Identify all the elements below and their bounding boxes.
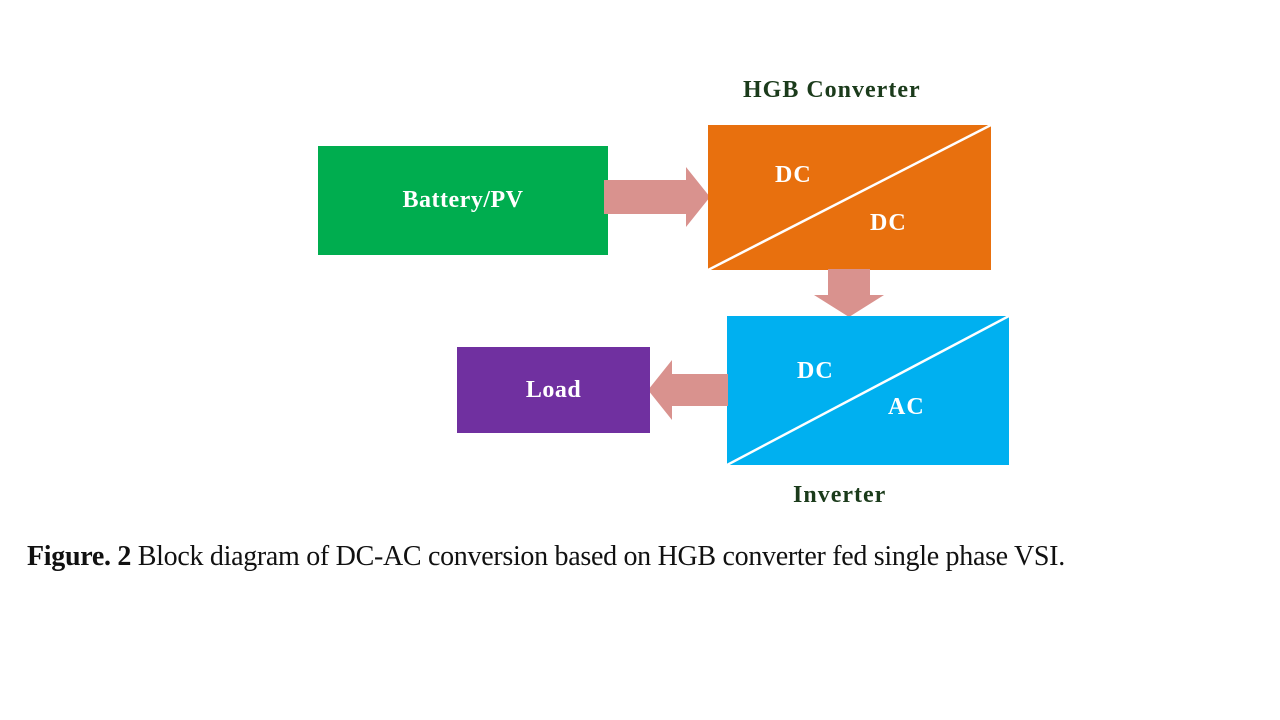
converter-input-label: DC bbox=[775, 162, 812, 188]
battery-pv-label: Battery/PV bbox=[402, 187, 524, 213]
converter-output-label: DC bbox=[870, 210, 907, 236]
arrow-inverter-to-load bbox=[648, 360, 728, 420]
battery-pv-block: Battery/PV bbox=[318, 146, 608, 255]
arrow-source-to-converter bbox=[604, 167, 710, 227]
inverter-input-label: DC bbox=[797, 358, 834, 384]
inverter-diagonal bbox=[727, 316, 1009, 465]
load-block: Load bbox=[457, 347, 650, 433]
figure-caption-text: Block diagram of DC-AC conversion based … bbox=[131, 541, 1065, 572]
hgb-converter-block: DC DC bbox=[708, 125, 991, 270]
load-label: Load bbox=[525, 376, 582, 403]
figure-label: Figure. 2 bbox=[27, 541, 132, 572]
inverter-output-label: AC bbox=[888, 394, 925, 420]
inverter-block: DC AC bbox=[727, 316, 1009, 465]
arrow-converter-to-inverter bbox=[814, 269, 884, 317]
converter-diagonal bbox=[708, 125, 991, 270]
inverter-title: Inverter bbox=[793, 482, 887, 508]
figure-caption: Figure. 2 Block diagram of DC-AC convers… bbox=[27, 541, 1065, 573]
hgb-converter-title: HGB Converter bbox=[743, 77, 921, 103]
